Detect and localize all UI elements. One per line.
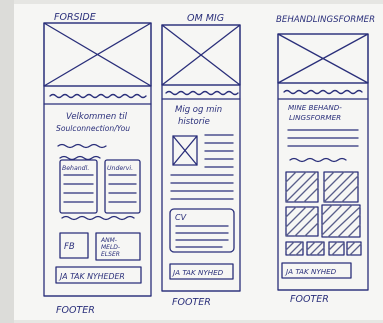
forside-welcome-line2: Soulconnection/You <box>56 124 130 133</box>
om-mig-cv-label: CV <box>175 213 187 222</box>
paper-shadow <box>0 0 14 323</box>
om-mig-portrait-placeholder <box>172 135 198 166</box>
forside-newsletter-label: JA TAK NYHEDER <box>58 272 125 281</box>
om-mig-bio-text <box>170 134 234 200</box>
forside-card-undervisning <box>104 159 141 214</box>
behandlingsformer-image-grid <box>285 171 362 256</box>
forside-text-line <box>57 143 107 149</box>
treatment-tile <box>285 171 319 203</box>
heading-om-mig: OM MIG <box>187 13 224 24</box>
forside-card-right-label: Undervi. <box>107 165 133 172</box>
behandlingsformer-newsletter-bar <box>281 262 352 279</box>
forside-anmeldelser-line2: MELD- <box>101 244 120 251</box>
treatment-tile <box>346 241 362 256</box>
forside-footer-label: FOOTER <box>56 305 95 316</box>
behandlingsformer-intro-text <box>287 129 359 163</box>
treatment-tile <box>285 241 304 256</box>
om-mig-footer-label: FOOTER <box>172 297 211 308</box>
forside-anmeldelser-line3: ELSER <box>101 251 120 258</box>
behandlingsformer-wireframe <box>277 33 369 291</box>
behandlingsformer-title-line1: MINE BEHAND- <box>288 103 342 112</box>
behandlingsformer-footer-label: FOOTER <box>290 294 329 305</box>
om-mig-newsletter-bar <box>169 263 234 280</box>
forside-fb-box <box>59 232 89 259</box>
behandlingsformer-newsletter-label: JA TAK NYHED <box>284 267 337 276</box>
treatment-tile <box>323 171 359 203</box>
forside-welcome-line1: Velkommen til <box>66 112 128 122</box>
om-mig-title-line1: Mig og min <box>175 105 222 115</box>
forside-anmeldelser-line1: ANM- <box>100 237 117 244</box>
forside-wireframe <box>43 22 152 297</box>
forside-text-line <box>59 155 101 161</box>
forside-fb-label: FB <box>64 242 75 252</box>
om-mig-cv-box <box>169 208 235 253</box>
om-mig-title-line2: historie <box>178 117 210 127</box>
heading-behandlingsformer: BEHANDLINGSFORMER <box>276 15 375 25</box>
treatment-tile <box>285 206 319 237</box>
forside-newsletter-bar <box>55 266 142 284</box>
forside-anmeldelser-box <box>95 232 141 261</box>
om-mig-newsletter-label: JA TAK NYHED <box>171 268 224 277</box>
forside-card-left-label: Behandl. <box>62 165 89 172</box>
treatment-tile <box>306 241 325 256</box>
treatment-tile <box>321 204 361 238</box>
heading-forside: FORSIDE <box>54 12 96 23</box>
om-mig-wireframe <box>161 24 241 292</box>
behandlingsformer-title-line2: LINGSFORMER <box>289 113 341 122</box>
forside-card-behandlinger <box>59 159 98 214</box>
forside-text-line <box>61 215 135 221</box>
om-mig-nav-bar <box>161 84 241 100</box>
forside-nav-bar <box>43 85 152 105</box>
behandlingsformer-nav-bar <box>277 82 369 100</box>
treatment-tile <box>328 241 345 256</box>
